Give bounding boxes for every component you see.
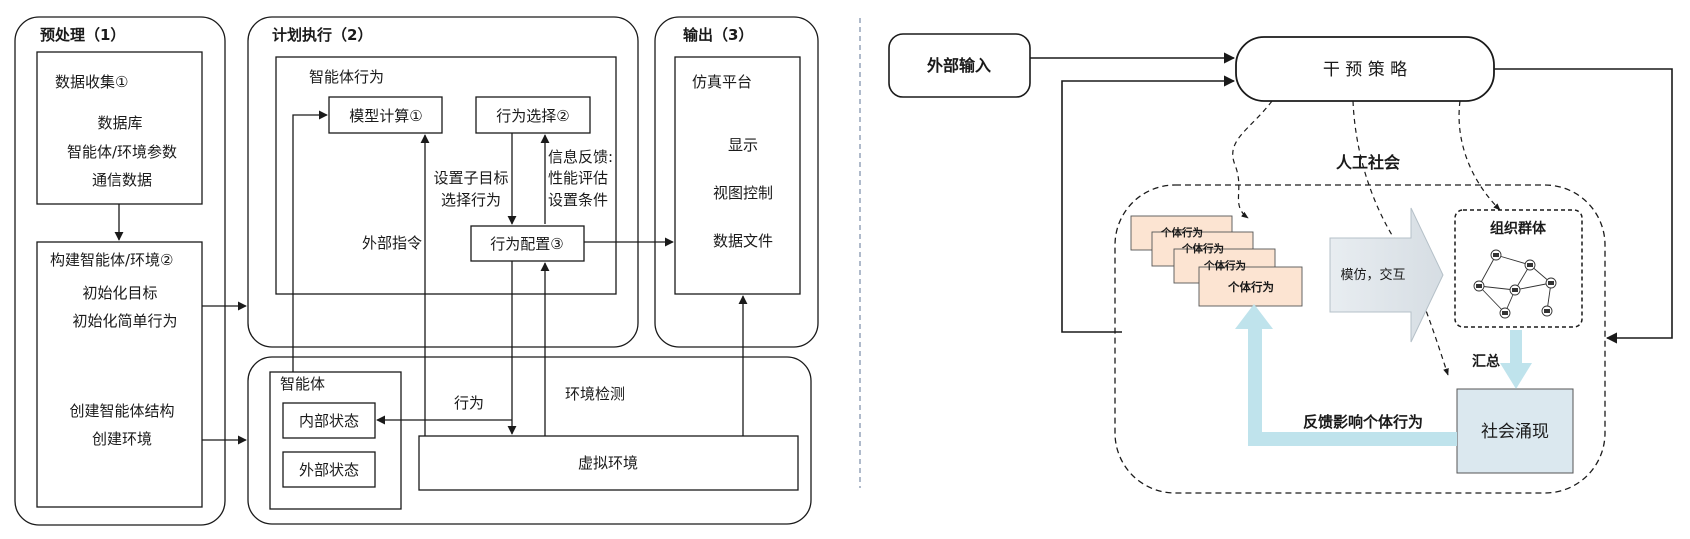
agent-behavior-label: 智能体行为 [309, 68, 384, 86]
individual-label-1: 个体行为 [1160, 226, 1203, 239]
virtual-env-box [418, 435, 799, 491]
behavior-select-box [475, 96, 591, 134]
output-panel [654, 16, 819, 348]
internal-state-label: 内部状态 [299, 412, 359, 430]
env-detect-label: 环境检测 [565, 385, 625, 403]
arrow-agent-to-model [292, 110, 328, 372]
emergence-label: 社会涌现 [1481, 422, 1549, 442]
platform-label: 仿真平台 [692, 73, 752, 91]
individual-label-3: 个体行为 [1203, 259, 1246, 272]
dashed-strategy-to-group [1458, 100, 1501, 211]
build-agent-box [36, 241, 203, 508]
artificial-society-region [1114, 184, 1606, 494]
society-label: 人工社会 [1336, 153, 1400, 172]
right-diagram-labels: 外部输入 干 预 策 略 人工社会 个体行为 个体行为 个体行为 个体行为 模仿… [926, 56, 1549, 442]
build-item-3: 创建智能体结构 [69, 402, 174, 420]
imitate-interact-arrow [1329, 207, 1444, 343]
output-item-1: 显示 [728, 136, 758, 154]
build-agent-title: 构建智能体/环境② [50, 251, 174, 269]
individual-box [1198, 266, 1303, 307]
external-cmd-label: 外部指令 [362, 234, 422, 252]
data-collect-item-1: 数据库 [97, 114, 142, 132]
data-collect-item-3: 通信数据 [92, 171, 152, 189]
subgoal-label-1: 设置子目标 [433, 169, 508, 187]
right-diagram [888, 33, 1673, 494]
individual-label-2: 个体行为 [1181, 242, 1224, 255]
internal-state-box [282, 402, 376, 439]
build-item-4: 创建环境 [92, 430, 152, 448]
feedback-label: 反馈影响个体行为 [1303, 413, 1423, 431]
arrow-society-to-strategy-loop [1061, 75, 1236, 333]
arrow-strategy-to-society-loop [1494, 68, 1673, 344]
intervention-label: 干 预 策 略 [1323, 60, 1407, 80]
external-input-box [888, 33, 1031, 98]
data-collect-title: 数据收集① [55, 73, 128, 91]
preprocess-title: 预处理（1） [40, 26, 125, 44]
action-label: 行为 [454, 394, 484, 412]
feedback-arrow [1235, 304, 1457, 446]
agent-label: 智能体 [280, 375, 325, 393]
environment-panel [247, 356, 812, 525]
behavior-select-label: 行为选择② [496, 107, 569, 125]
subgoal-label-2: 选择行为 [441, 191, 501, 209]
simulation-platform-box [674, 56, 801, 295]
feedback-label-1: 信息反馈: [548, 148, 613, 166]
external-state-label: 外部状态 [299, 461, 359, 479]
external-input-label: 外部输入 [926, 56, 991, 75]
external-state-box [282, 451, 376, 488]
aggregate-label: 汇总 [1472, 353, 1500, 370]
individual-label-4: 个体行为 [1227, 280, 1274, 294]
individual-behavior-stack [1130, 215, 1303, 307]
agent-network-icon [1473, 249, 1557, 319]
build-item-1: 初始化目标 [82, 284, 157, 302]
imitate-label: 模仿，交互 [1340, 267, 1405, 283]
agent-box [269, 371, 402, 510]
aggregate-arrow [1500, 330, 1532, 389]
model-calc-label: 模型计算① [349, 107, 422, 125]
model-calc-box [328, 96, 443, 134]
left-flowchart-labels: 预处理（1） 数据收集① 数据库 智能体/环境参数 通信数据 构建智能体/环境②… [40, 26, 773, 479]
plan-panel [247, 16, 639, 348]
group-label: 组织群体 [1490, 220, 1547, 237]
feedback-label-3: 设置条件 [548, 191, 608, 209]
output-title: 输出（3） [683, 26, 753, 44]
build-item-2: 初始化简单行为 [72, 312, 177, 330]
output-item-2: 视图控制 [713, 184, 773, 202]
data-collect-item-2: 智能体/环境参数 [67, 143, 177, 161]
preprocess-panel [14, 16, 226, 526]
social-emergence-box [1456, 388, 1574, 474]
virtual-env-label: 虚拟环境 [578, 454, 638, 472]
left-flowchart [14, 16, 819, 526]
feedback-label-2: 性能评估 [548, 169, 608, 187]
dashed-strategy-to-individual [1232, 100, 1273, 219]
agent-behavior-box [275, 56, 617, 295]
behavior-config-box [470, 225, 585, 262]
behavior-config-label: 行为配置③ [490, 235, 563, 253]
output-item-3: 数据文件 [713, 232, 773, 250]
plan-title: 计划执行（2） [272, 26, 372, 44]
